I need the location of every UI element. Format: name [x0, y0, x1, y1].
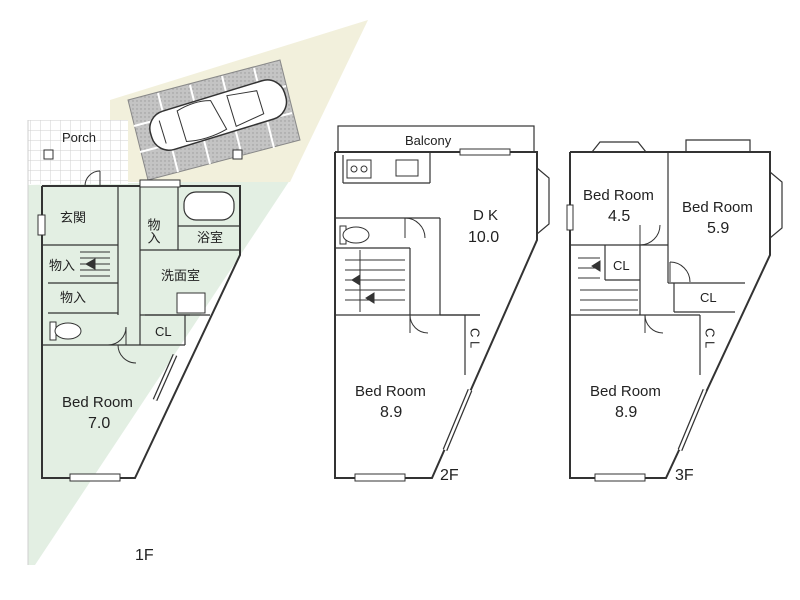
f3-bedroom-a-name: Bed Room: [583, 187, 654, 204]
f3-closet-side: C L: [703, 328, 718, 348]
bathtub-icon: [183, 191, 235, 221]
f2-bay-window: [536, 167, 550, 235]
floor-3: Bed Room 4.5 Bed Room 5.9 CL CL C L Bed …: [566, 139, 783, 484]
f3-doors: [639, 224, 691, 334]
floor-1-label: 1F: [135, 547, 154, 564]
bath-label: 浴室: [197, 230, 223, 245]
f3-bay-window: [769, 171, 783, 239]
floor-1: Porch 玄関 物入 物入 物入 浴室 洗面室 CL Bed Room 7.0…: [37, 130, 241, 564]
f1-window: [139, 179, 181, 188]
washroom-label: 洗面室: [161, 268, 200, 283]
f2-bedroom-name: Bed Room: [355, 383, 426, 400]
sink-icon: [176, 292, 206, 314]
f2-bedroom-size: 8.9: [380, 404, 402, 421]
post-marker: [43, 149, 54, 160]
f3-bedroom-b-size: 5.9: [707, 220, 729, 237]
f2-doors: [404, 217, 429, 334]
f1-closet-label: CL: [155, 324, 172, 339]
f3-bedroom-c-size: 8.9: [615, 404, 637, 421]
kitchen-sink-icon: [395, 159, 419, 177]
dk-size: 10.0: [468, 229, 499, 246]
f3-bay-window: [591, 141, 647, 153]
f3-stairs: [578, 257, 638, 311]
f2-closet-label: C L: [468, 328, 483, 348]
f2-window: [459, 148, 511, 156]
storage-b-label: 物入: [49, 258, 75, 273]
f1-bedroom-size: 7.0: [88, 415, 110, 432]
f1-doors: [84, 170, 137, 364]
f3-bedroom-b-name: Bed Room: [682, 199, 753, 216]
f3-outer-wall: [569, 151, 771, 479]
f1-bedroom-name: Bed Room: [62, 394, 133, 411]
porch-label: Porch: [62, 130, 96, 145]
dk-name: D K: [473, 207, 498, 224]
toilet-icon: [49, 321, 82, 341]
f3-closet-small: CL: [613, 258, 630, 273]
f3-bay-window: [685, 139, 751, 152]
post-marker: [232, 149, 243, 160]
f1-interior-walls: [42, 186, 240, 346]
f3-bedroom-c-name: Bed Room: [590, 383, 661, 400]
parking-space: [127, 59, 301, 181]
f2-window: [354, 473, 406, 482]
f3-bedroom-a-size: 4.5: [608, 208, 630, 225]
storage-a-label: 物入: [146, 218, 161, 244]
f3-interior-walls: [570, 152, 745, 375]
f2-stairs: [345, 250, 405, 312]
f3-closet-wide: CL: [700, 290, 717, 305]
balcony-label: Balcony: [405, 133, 452, 148]
f1-stairs: [80, 251, 110, 277]
storage-c-label: 物入: [60, 290, 86, 305]
f1-outer-wall: [41, 185, 241, 479]
stove-icon: [346, 159, 372, 179]
genkan-label: 玄関: [60, 210, 86, 225]
floor-3-label: 3F: [675, 467, 694, 484]
floor-2-label: 2F: [440, 467, 459, 484]
floor-2: Balcony D K 10.0 Bed Room 8.9 C L 2F: [334, 125, 550, 484]
f2-interior-walls: [335, 152, 480, 375]
f3-window: [594, 473, 646, 482]
f3-window: [566, 204, 574, 231]
f1-window: [37, 214, 46, 236]
toilet-icon: [339, 225, 370, 245]
car-icon: [149, 79, 288, 151]
f1-window: [69, 473, 121, 482]
